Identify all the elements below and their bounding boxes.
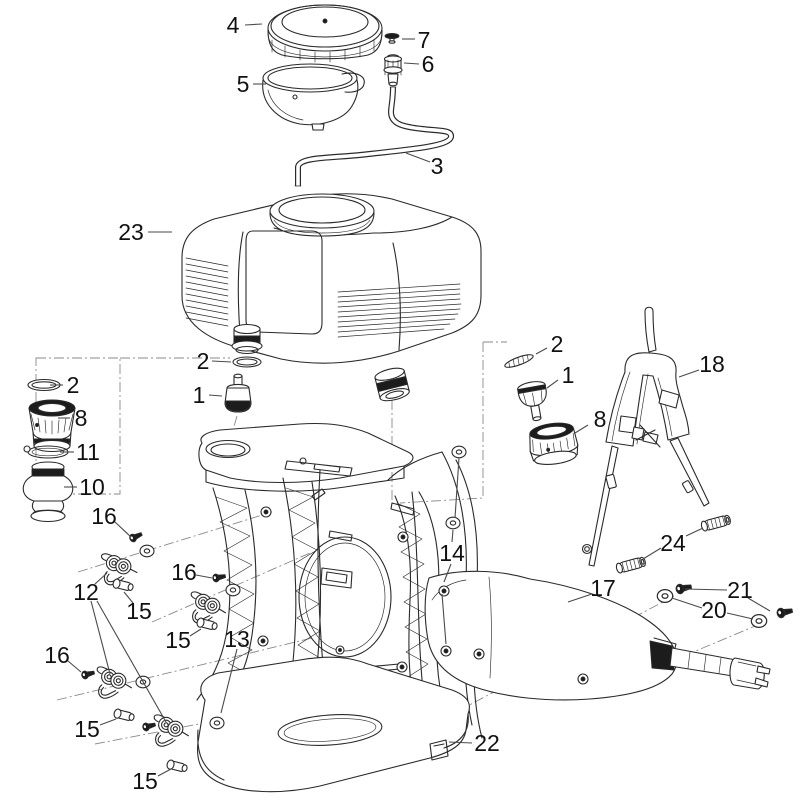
callout-21-screws: 21 bbox=[727, 577, 753, 603]
spring-cluster-lower-left bbox=[80, 660, 151, 723]
oring-left bbox=[27, 378, 61, 392]
collar-right bbox=[529, 422, 579, 466]
callout-13-frame: 13 bbox=[224, 626, 250, 652]
harness-strap-right bbox=[669, 437, 710, 507]
screw-21-a bbox=[674, 581, 693, 595]
tank-drain-fitting bbox=[231, 323, 263, 355]
frame-rivet bbox=[257, 635, 269, 647]
chest-strap-buckle bbox=[631, 424, 661, 448]
bolt-15-c bbox=[112, 707, 136, 723]
callout-1-valve-drain: 1 bbox=[193, 382, 206, 408]
washer bbox=[225, 583, 241, 597]
callout-15-bolt-c: 15 bbox=[74, 716, 100, 742]
callout-5-filter-basket: 5 bbox=[237, 71, 250, 97]
tank-lid bbox=[267, 4, 383, 63]
callout-17-hip-belt: 17 bbox=[590, 575, 616, 601]
belt-buckle bbox=[649, 637, 771, 690]
callout-23-tank: 23 bbox=[118, 219, 144, 245]
callout-15-bolt-a: 15 bbox=[126, 598, 152, 624]
callout-labels: 4 7 6 5 3 23 2 1 2 8 11 10 2 1 8 18 24 1… bbox=[44, 12, 753, 794]
base bbox=[196, 656, 470, 793]
screw-16-b bbox=[211, 571, 227, 583]
oring-drain bbox=[232, 356, 262, 368]
tank-louvers-right bbox=[337, 283, 462, 338]
vent-cap bbox=[384, 32, 400, 44]
callout-2-oring-left: 2 bbox=[67, 372, 80, 398]
suction-hose bbox=[294, 86, 454, 187]
hip-belt bbox=[424, 570, 771, 701]
torsion-spring-4 bbox=[149, 708, 190, 749]
washer-20-b bbox=[750, 614, 768, 628]
screw-21-b bbox=[775, 605, 794, 619]
callout-18-harness: 18 bbox=[699, 351, 725, 377]
washer bbox=[139, 544, 155, 558]
callout-2-oring-right: 2 bbox=[551, 331, 564, 357]
callout-15-bolt-b: 15 bbox=[165, 627, 191, 653]
screw-16-c bbox=[80, 668, 96, 681]
callout-16-screw-a: 16 bbox=[91, 503, 117, 529]
pin-24-b bbox=[614, 555, 647, 575]
callout-11-retaining-ring: 11 bbox=[76, 439, 100, 465]
bellows bbox=[22, 461, 74, 523]
callout-6-vent-valve: 6 bbox=[422, 51, 435, 77]
spring-cluster-upper-left bbox=[96, 529, 155, 593]
callout-10-bellows: 10 bbox=[79, 474, 105, 500]
tank bbox=[181, 193, 482, 402]
callout-16-screw-b: 16 bbox=[171, 559, 197, 585]
callout-20-washers: 20 bbox=[701, 597, 727, 623]
callout-3-hose: 3 bbox=[431, 153, 444, 179]
bolt-15-d bbox=[165, 758, 189, 774]
screw-16-d bbox=[141, 720, 157, 733]
frame-rivet bbox=[260, 506, 272, 518]
oring-right bbox=[504, 354, 534, 368]
callout-14-washers: 14 bbox=[439, 540, 465, 566]
tank-filler-neck bbox=[269, 193, 375, 237]
frame-rivet bbox=[397, 531, 409, 543]
bolt-15-a bbox=[111, 577, 135, 593]
valve-drain bbox=[224, 373, 252, 413]
tank-louvers-left bbox=[185, 257, 229, 327]
washer bbox=[209, 716, 225, 730]
callout-8-collar-left: 8 bbox=[75, 405, 88, 431]
callout-16-screw-c: 16 bbox=[44, 642, 70, 668]
callout-15-bolt-d: 15 bbox=[132, 768, 158, 794]
tank-outlet-fitting bbox=[374, 367, 410, 402]
frame-rivet bbox=[396, 661, 408, 673]
frame bbox=[196, 422, 483, 739]
washer-20-a bbox=[656, 589, 674, 603]
torsion-spring-2 bbox=[186, 585, 227, 626]
collar-left bbox=[28, 399, 76, 453]
filter-basket bbox=[262, 63, 365, 131]
callout-22-base: 22 bbox=[474, 730, 500, 756]
callout-1-valve-right: 1 bbox=[562, 362, 575, 388]
callout-12-springs: 12 bbox=[73, 579, 99, 605]
callout-2-oring-drain: 2 bbox=[197, 348, 210, 374]
torsion-spring-3 bbox=[92, 660, 133, 701]
harness-strap-left bbox=[588, 445, 619, 567]
shoulder-harness bbox=[581, 306, 710, 567]
leader-lines bbox=[50, 23, 771, 777]
callout-8-collar-right: 8 bbox=[594, 406, 607, 432]
vent-valve bbox=[383, 54, 403, 87]
pin-24-a bbox=[699, 513, 732, 533]
callout-24-pins: 24 bbox=[660, 530, 686, 556]
callout-7-vent-cap: 7 bbox=[418, 27, 431, 53]
valve-right bbox=[517, 381, 547, 422]
bolt-15-b bbox=[195, 616, 219, 632]
callout-4-tank-lid: 4 bbox=[227, 12, 240, 38]
